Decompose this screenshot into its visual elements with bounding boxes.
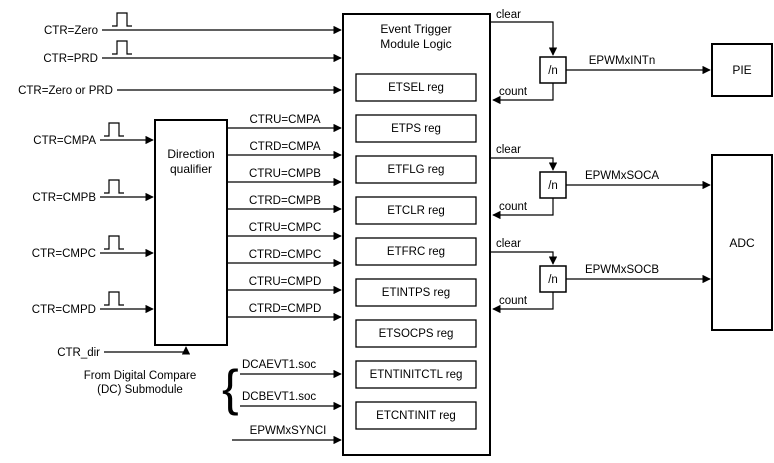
pulse-icon (104, 291, 124, 306)
label-ctrd-cmpb: CTRD=CMPB (249, 195, 321, 207)
label-ctr-dir: CTR_dir (57, 347, 100, 359)
register-label-etntinitctl: ETNTINITCTL reg (370, 369, 463, 381)
line-clear-socb (490, 251, 558, 265)
connector-lines (100, 21, 711, 445)
direction-qualifier-title-line1: Direction (167, 147, 214, 161)
register-box-etntinitctl (355, 360, 477, 389)
register-box-etps (355, 114, 477, 143)
label-epwmxintn: EPWMxINTn (589, 55, 655, 67)
register-label-etcntinit: ETCNTINIT reg (376, 410, 456, 422)
direction-qualifier-title-line2: qualifier (170, 162, 212, 176)
register-boxes (355, 73, 477, 430)
register-label-etsocps: ETSOCPS reg (379, 328, 454, 340)
label-ctrd-cmpc: CTRD=CMPC (249, 249, 322, 261)
divider-box-int (539, 56, 567, 84)
label-ctr-prd: CTR=PRD (43, 53, 98, 65)
register-label-etps: ETPS reg (391, 123, 441, 135)
divider-box-socb (539, 265, 567, 293)
pie-label: PIE (732, 63, 751, 77)
register-box-etclr (355, 196, 477, 225)
label-ctr-cmpa: CTR=CMPA (33, 135, 96, 147)
register-box-etintps (355, 278, 477, 307)
divider-boxes (539, 56, 567, 293)
line-clear-int (490, 21, 558, 56)
digital-compare-note-line1: From Digital Compare (84, 370, 196, 382)
pulse-icon (104, 122, 124, 137)
label-clear-socb: clear (496, 238, 521, 250)
label-epwmxsoca: EPWMxSOCA (585, 170, 659, 182)
register-box-etflg (355, 155, 477, 184)
pie-box (711, 43, 773, 97)
register-label-etclr: ETCLR reg (387, 205, 445, 217)
label-ctru-cmpa: CTRU=CMPA (249, 114, 320, 126)
label-dcaevt1-soc: DCAEVT1.soc (242, 359, 316, 371)
brace: { (222, 360, 239, 416)
register-box-etsel (355, 73, 477, 102)
register-label-etsel: ETSEL reg (388, 82, 444, 94)
label-ctru-cmpd: CTRU=CMPD (249, 276, 322, 288)
label-ctru-cmpb: CTRU=CMPB (249, 168, 321, 180)
digital-compare-note-line2: (DC) Submodule (97, 384, 183, 396)
label-epwmxsynci: EPWMxSYNCI (250, 425, 327, 437)
label-dcbevt1-soc: DCBEVT1.soc (242, 391, 316, 403)
pulse-icon (112, 40, 132, 55)
line-ctr-dir (104, 346, 191, 355)
label-ctr-zero: CTR=Zero (44, 25, 98, 37)
pulse-icons (104, 12, 132, 306)
label-clear-soca: clear (496, 144, 521, 156)
line-count-int (492, 83, 554, 105)
label-ctr-cmpd: CTR=CMPD (32, 304, 96, 316)
pulse-icon (112, 12, 132, 27)
label-count-int: count (499, 86, 528, 98)
label-ctr-zero-or-prd: CTR=Zero or PRD (18, 85, 113, 97)
module-title-line1: Event Trigger (380, 22, 451, 36)
line-clear-soca (490, 157, 558, 171)
divider-box-soca (539, 171, 567, 199)
divider-label-socb: /n (548, 274, 558, 286)
label-epwmxsocb: EPWMxSOCB (585, 264, 659, 276)
register-label-etfrc: ETFRC reg (387, 246, 445, 258)
direction-qualifier-box (154, 119, 228, 346)
label-clear-int: clear (496, 9, 521, 21)
pulse-icon (104, 235, 124, 250)
register-box-etfrc (355, 237, 477, 266)
register-box-etcntinit (355, 401, 477, 430)
module-title-line2: Module Logic (380, 37, 451, 51)
label-ctrd-cmpa: CTRD=CMPA (249, 141, 320, 153)
label-ctr-cmpb: CTR=CMPB (32, 192, 96, 204)
register-label-etintps: ETINTPS reg (382, 287, 450, 299)
register-box-etsocps (355, 319, 477, 348)
label-ctrd-cmpd: CTRD=CMPD (249, 303, 322, 315)
divider-label-soca: /n (548, 180, 558, 192)
register-label-etflg: ETFLG reg (388, 164, 445, 176)
line-count-socb (492, 292, 554, 314)
divider-label-int: /n (548, 65, 558, 77)
label-ctr-cmpc: CTR=CMPC (32, 248, 96, 260)
label-count-socb: count (499, 295, 528, 307)
adc-box (711, 154, 773, 331)
pulse-icon (104, 179, 124, 194)
adc-label: ADC (729, 236, 755, 250)
label-ctru-cmpc: CTRU=CMPC (249, 222, 322, 234)
label-count-soca: count (499, 201, 528, 213)
line-count-soca (492, 198, 554, 220)
